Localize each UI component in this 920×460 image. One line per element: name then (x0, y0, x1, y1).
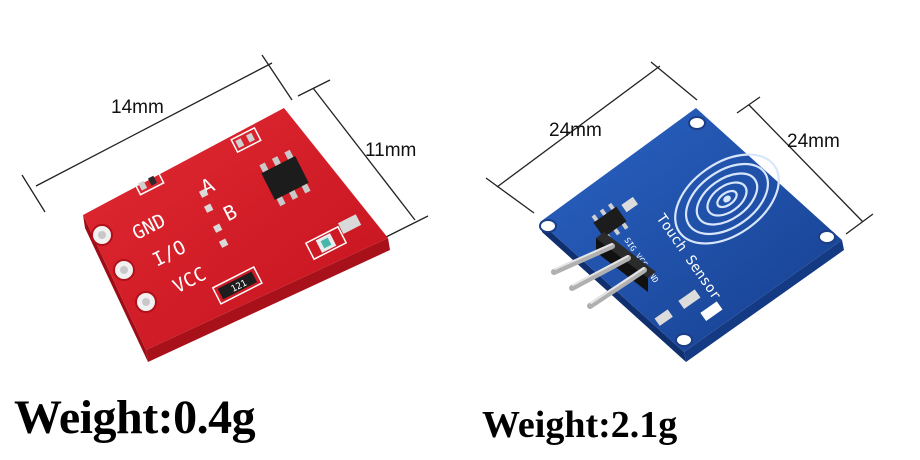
smd-component (337, 214, 362, 234)
smd-capacitor (230, 126, 262, 154)
left-height-label: 11mm (365, 140, 417, 161)
right-height-label: 24mm (787, 131, 840, 152)
smd-capacitor (133, 169, 165, 196)
left-width-label: 14mm (111, 97, 164, 118)
width-dimension-line (485, 61, 698, 214)
jumper-pads (198, 188, 229, 248)
smd-component (700, 301, 723, 322)
ttp223-ic (259, 149, 311, 207)
blue-pcb (540, 108, 842, 352)
height-dimension-line (736, 96, 874, 235)
blue-touch-module: Touch Sensor SIG VCC GND (485, 61, 874, 362)
height-dimension-line (297, 79, 429, 239)
red-pcb (83, 108, 388, 350)
smd-component (621, 196, 639, 213)
right-weight-caption: Weight:2.1g (482, 404, 678, 446)
width-dimension-line (21, 54, 293, 213)
ttp223-ic (591, 202, 629, 242)
header-pads (91, 224, 157, 313)
smd-component (654, 309, 673, 326)
mount-holes (539, 116, 836, 347)
right-width-label: 24mm (549, 120, 602, 141)
pcb-edge-bottom (684, 240, 844, 362)
pcb-edge (83, 215, 148, 362)
header-pins (551, 232, 656, 309)
left-weight-caption: Weight:0.4g (14, 391, 256, 444)
smd-component (678, 289, 701, 310)
led (304, 225, 348, 261)
pcb-edge-bottom (146, 238, 390, 362)
red-touch-module: GND I/O VCC A B (21, 54, 429, 362)
touch-pad (674, 153, 780, 245)
